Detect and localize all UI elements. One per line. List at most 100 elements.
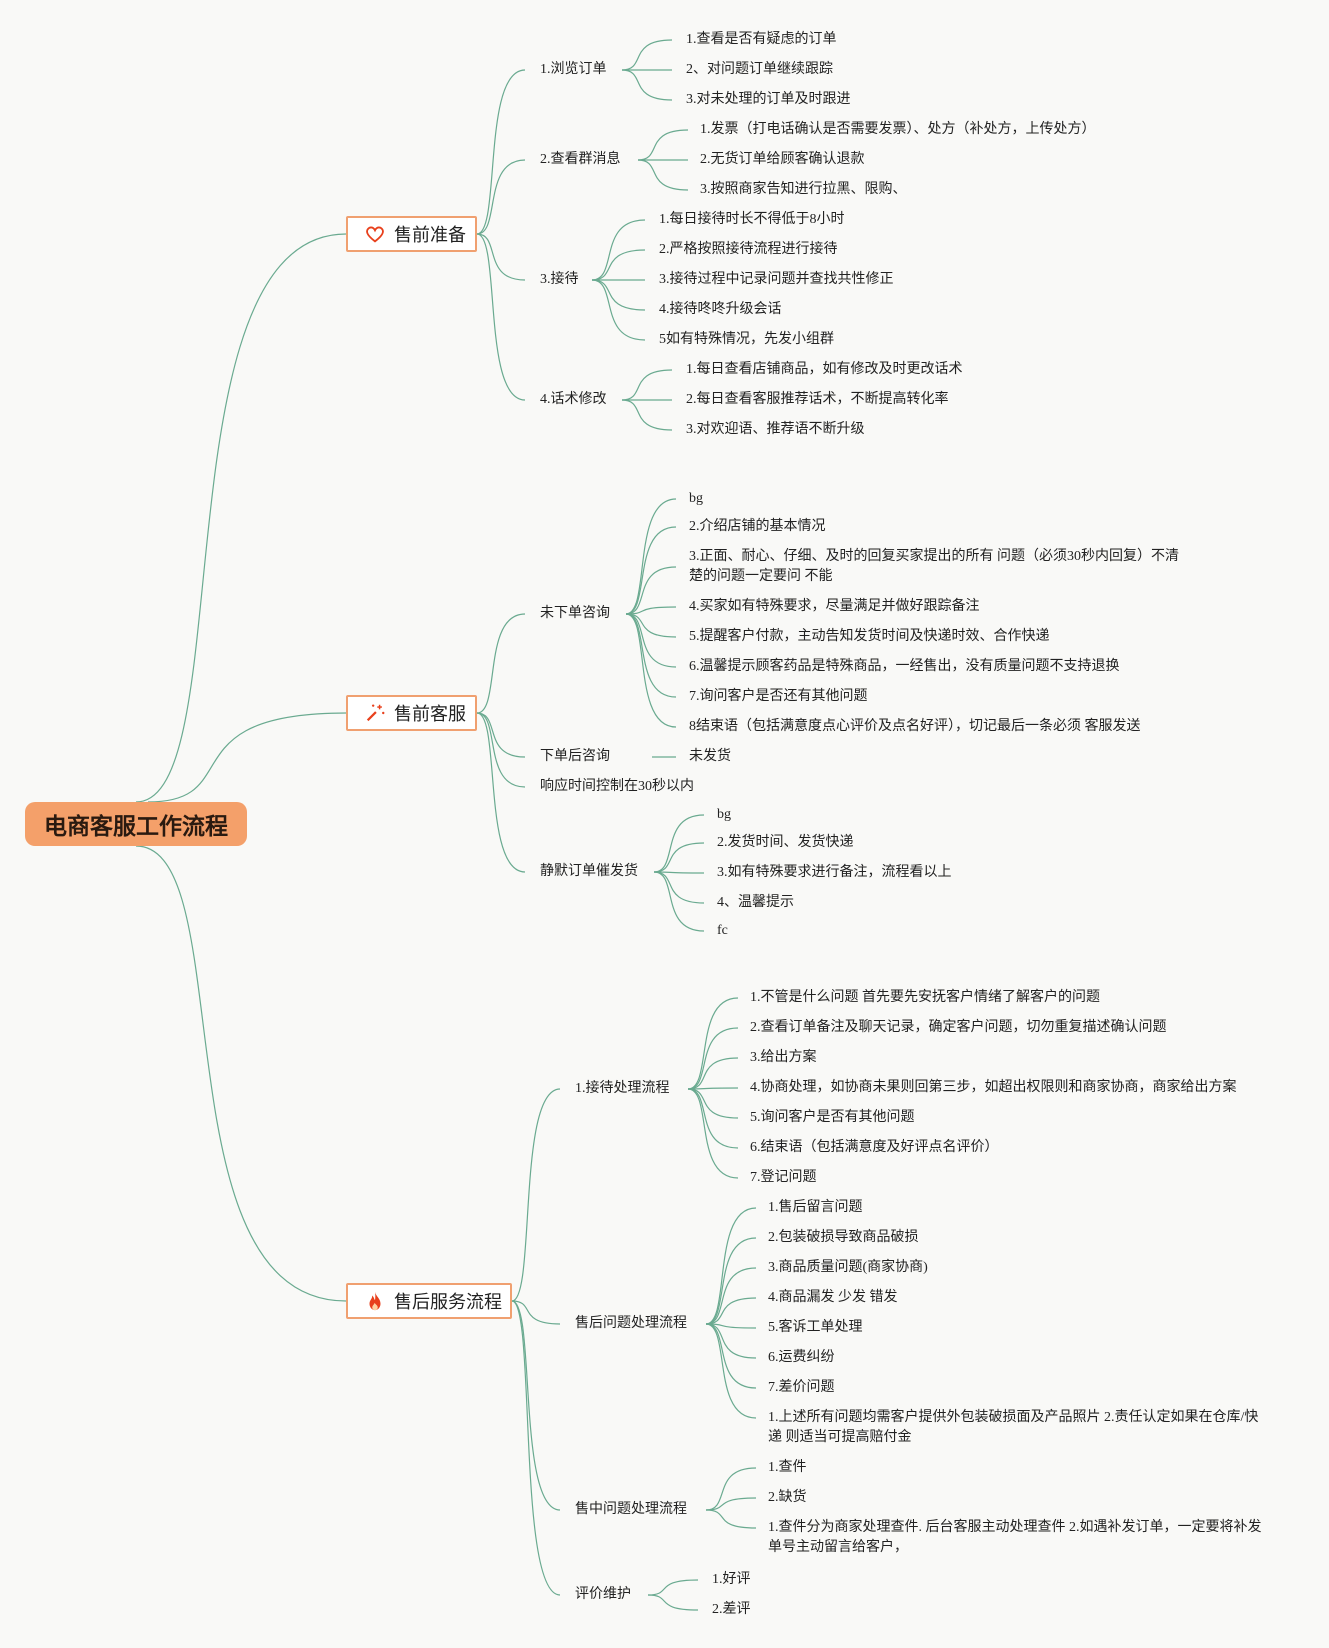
connector bbox=[637, 129, 689, 161]
leaf[interactable]: 5.提醒客户付款，主动告知发货时间及快递时效、合作快递 bbox=[689, 629, 1050, 644]
leaf[interactable]: 3.如有特殊要求进行备注，流程看以上 bbox=[717, 865, 952, 880]
connector bbox=[625, 613, 677, 668]
leaf[interactable]: 2.无货订单给顾客确认退款 bbox=[700, 152, 865, 167]
leaf[interactable]: fc bbox=[717, 923, 728, 938]
connector bbox=[647, 1579, 699, 1596]
branch-after-sales[interactable]: 售后服务流程 bbox=[346, 1283, 512, 1319]
heart-icon bbox=[364, 223, 386, 245]
connector bbox=[591, 219, 646, 281]
leaf[interactable]: 3.商品质量问题(商家协商) bbox=[768, 1260, 928, 1275]
leaf[interactable]: bg bbox=[717, 807, 731, 822]
connector bbox=[705, 1207, 757, 1325]
connector bbox=[591, 249, 646, 281]
connector bbox=[621, 69, 673, 101]
node-response-time[interactable]: 响应时间控制在30秒以内 bbox=[540, 779, 694, 794]
leaf[interactable]: 6.温馨提示顾客药品是特殊商品，一经售出，没有质量问题不支持退换 bbox=[689, 659, 1120, 674]
leaf[interactable]: 6.结束语（包括满意度及好评点名评价） bbox=[750, 1140, 999, 1155]
branch-pre-prep[interactable]: 售前准备 bbox=[346, 216, 477, 252]
leaf[interactable]: 4.接待咚咚升级会话 bbox=[659, 302, 782, 317]
leaf[interactable]: 5.客诉工单处理 bbox=[768, 1320, 863, 1335]
leaf[interactable]: 1.上述所有问题均需客户提供外包装破损面及产品照片 2.责任认定如果在仓库/快递… bbox=[768, 1410, 1259, 1445]
branch-label: 售后服务流程 bbox=[394, 1292, 502, 1313]
leaf[interactable]: 5.询问客户是否有其他问题 bbox=[750, 1110, 915, 1125]
leaf[interactable]: 2.发货时间、发货快递 bbox=[717, 835, 854, 850]
node-ordered-consult[interactable]: 下单后咨询 bbox=[540, 749, 610, 764]
connector bbox=[653, 871, 705, 874]
leaf[interactable]: bg bbox=[689, 491, 703, 506]
leaf[interactable]: 1.不管是什么问题 首先要先安抚客户情绪了解客户的问题 bbox=[750, 990, 1100, 1005]
leaf[interactable]: 1.每日查看店铺商品，如有修改及时更改话术 bbox=[686, 362, 963, 377]
connector bbox=[687, 1088, 739, 1179]
connector bbox=[653, 871, 705, 904]
connector bbox=[476, 69, 526, 235]
leaf[interactable]: 4.协商处理，如协商未果则回第三步，如超出权限则和商家协商，商家给出方案 bbox=[750, 1080, 1237, 1095]
node-browse-orders[interactable]: 1.浏览订单 bbox=[540, 62, 607, 77]
leaf[interactable]: 2.严格按照接待流程进行接待 bbox=[659, 242, 838, 257]
connector bbox=[687, 1087, 739, 1090]
leaf[interactable]: 5如有特殊情况，先发小组群 bbox=[659, 332, 834, 347]
leaf[interactable]: 2.包装破损导致商品破损 bbox=[768, 1230, 919, 1245]
leaf[interactable]: 4、温馨提示 bbox=[717, 895, 794, 910]
leaf[interactable]: 未发货 bbox=[689, 749, 731, 764]
leaf[interactable]: 3.按照商家告知进行拉黑、限购、 bbox=[700, 182, 907, 197]
leaf[interactable]: 1.发票（打电话确认是否需要发票）、处方（补处方，上传处方） bbox=[700, 122, 1096, 137]
leaf[interactable]: 3.给出方案 bbox=[750, 1050, 817, 1065]
connector bbox=[476, 712, 526, 758]
leaf[interactable]: 2.介绍店铺的基本情况 bbox=[689, 519, 826, 534]
leaf[interactable]: 1.查件 bbox=[768, 1460, 807, 1475]
node-not-ordered-consult[interactable]: 未下单咨询 bbox=[540, 606, 610, 621]
node-group-messages[interactable]: 2.查看群消息 bbox=[540, 152, 621, 167]
leaf[interactable]: 3.对未处理的订单及时跟进 bbox=[686, 92, 851, 107]
leaf[interactable]: 1.查件分为商家处理查件. 后台客服主动处理查件 2.如遇补发订单，一定要将补发… bbox=[768, 1520, 1262, 1555]
connector bbox=[705, 1323, 757, 1389]
connector bbox=[621, 39, 673, 71]
connector bbox=[653, 871, 705, 932]
leaf[interactable]: 7.询问客户是否还有其他问题 bbox=[689, 689, 868, 704]
leaf[interactable]: 1.每日接待时长不得低于8小时 bbox=[659, 212, 845, 227]
leaf[interactable]: 3.正面、耐心、仔细、及时的回复买家提出的所有 问题（必须30秒内回复）不清楚的… bbox=[689, 549, 1179, 584]
connector bbox=[687, 1057, 739, 1090]
leaf[interactable]: 4.商品漏发 少发 错发 bbox=[768, 1290, 898, 1305]
leaf[interactable]: 2.差评 bbox=[712, 1602, 751, 1617]
node-mid-sales-issues[interactable]: 售中问题处理流程 bbox=[575, 1502, 687, 1517]
leaf[interactable]: 1.查看是否有疑虑的订单 bbox=[686, 32, 837, 47]
leaf[interactable]: 6.运费纠纷 bbox=[768, 1350, 835, 1365]
connector bbox=[147, 712, 347, 803]
branch-label: 售前准备 bbox=[394, 225, 466, 246]
leaf[interactable]: 1.好评 bbox=[712, 1572, 751, 1587]
leaf[interactable]: 2.缺货 bbox=[768, 1490, 807, 1505]
leaf[interactable]: 2.查看订单备注及聊天记录，确定客户问题，切勿重复描述确认问题 bbox=[750, 1020, 1167, 1035]
connector bbox=[705, 1297, 757, 1325]
connector bbox=[705, 1323, 757, 1359]
node-script-edit[interactable]: 4.话术修改 bbox=[540, 392, 607, 407]
node-after-sales-issues[interactable]: 售后问题处理流程 bbox=[575, 1316, 687, 1331]
leaf[interactable]: 8结束语（包括满意度点心评价及点名好评），切记最后一条必须 客服发送 bbox=[689, 719, 1141, 734]
leaf[interactable]: 3.对欢迎语、推荐语不断升级 bbox=[686, 422, 865, 437]
connector bbox=[705, 1497, 757, 1511]
leaf[interactable]: 2.每日查看客服推荐话术，不断提高转化率 bbox=[686, 392, 949, 407]
node-handling-process[interactable]: 1.接待处理流程 bbox=[575, 1081, 670, 1096]
connector bbox=[625, 606, 677, 615]
branch-label: 售前客服 bbox=[394, 704, 466, 725]
leaf[interactable]: 4.买家如有特殊要求，尽量满足并做好跟踪备注 bbox=[689, 599, 980, 614]
connector bbox=[705, 1509, 757, 1529]
connector bbox=[687, 1088, 739, 1149]
connector bbox=[625, 498, 677, 615]
node-review-maintenance[interactable]: 评价维护 bbox=[575, 1587, 631, 1602]
leaf[interactable]: 2、对问题订单继续跟踪 bbox=[686, 62, 833, 77]
leaf[interactable]: 3.接待过程中记录问题并查找共性修正 bbox=[659, 272, 894, 287]
leaf[interactable]: 7.差价问题 bbox=[768, 1380, 835, 1395]
connector bbox=[705, 1323, 757, 1419]
node-silent-orders[interactable]: 静默订单催发货 bbox=[540, 864, 638, 879]
fire-icon bbox=[364, 1290, 386, 1312]
leaf[interactable]: 1.售后留言问题 bbox=[768, 1200, 863, 1215]
leaf[interactable]: 7.登记问题 bbox=[750, 1170, 817, 1185]
connector bbox=[591, 279, 646, 341]
node-reception[interactable]: 3.接待 bbox=[540, 272, 579, 287]
root-node[interactable]: 电商客服工作流程 bbox=[25, 802, 247, 846]
connector bbox=[511, 1088, 561, 1302]
branch-pre-service[interactable]: 售前客服 bbox=[346, 695, 477, 731]
connector bbox=[687, 1088, 739, 1119]
